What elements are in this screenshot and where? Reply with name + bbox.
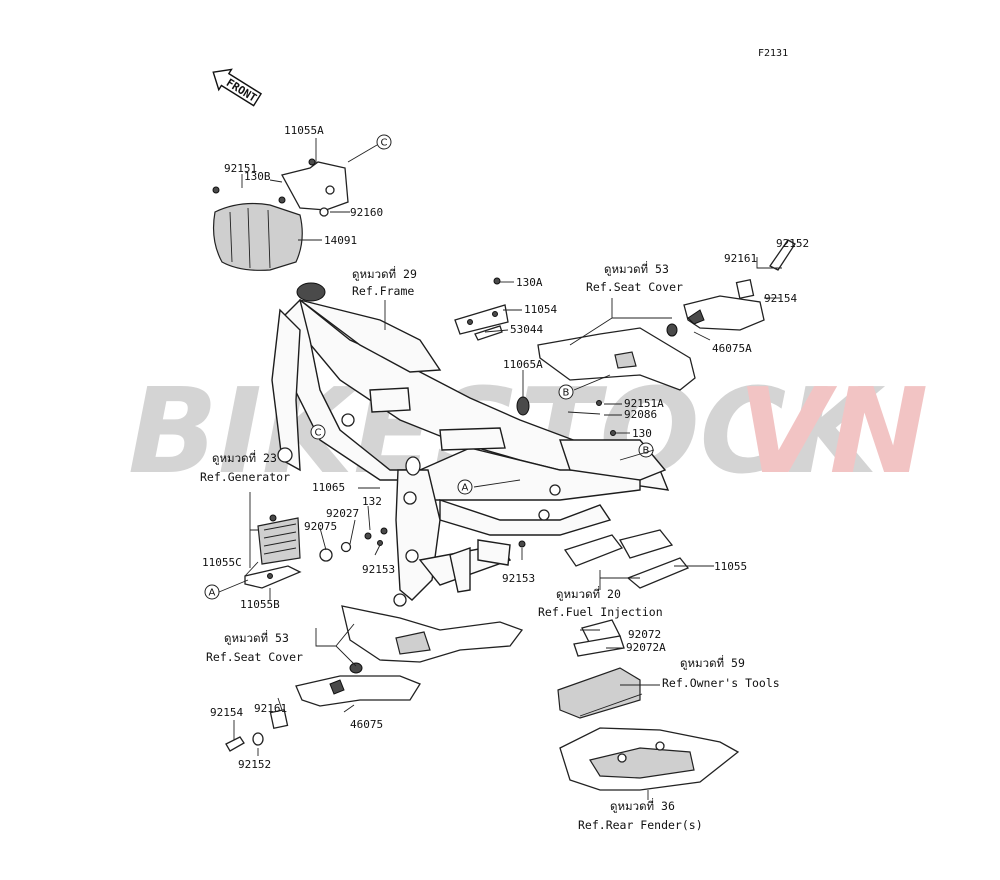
ref-fuel-injection-thai: ดูหมวดที่ 20 (556, 586, 621, 601)
label-92151: 92151 (224, 162, 257, 175)
callout-b-frame: B (638, 442, 654, 458)
reference-labels: ดูหมวดที่ 29 Ref.Frame ดูหมวดที่ 53 Ref.… (200, 261, 780, 832)
ref-rear-fender-thai: ดูหมวดที่ 36 (610, 798, 675, 813)
label-92072A: 92072A (626, 641, 666, 654)
label-53044: 53044 (510, 323, 543, 336)
label-130A: 130A (516, 276, 543, 289)
ref-seat-cover-top: Ref.Seat Cover (586, 280, 683, 294)
callout-c-frame: C (310, 424, 326, 440)
label-132: 132 (362, 495, 382, 508)
label-11055C: 11055C (202, 556, 242, 569)
label-92160: 92160 (350, 206, 383, 219)
label-92154-top: 92154 (764, 292, 797, 305)
bracket-11054 (454, 277, 509, 341)
grommet-11065A (516, 396, 530, 416)
label-11065A: 11065A (503, 358, 543, 371)
seat-cover-bracket-46075A (537, 239, 796, 391)
label-11065: 11065 (312, 481, 345, 494)
label-92152-bot: 92152 (238, 758, 271, 771)
label-130B: 130B (244, 170, 271, 183)
label-11055B: 11055B (240, 598, 280, 611)
ref-seat-cover-top-thai: ดูหมวดที่ 53 (604, 261, 669, 276)
ref-owners-tools: Ref.Owner's Tools (662, 676, 780, 690)
side-cover-14091 (212, 158, 349, 271)
leader-lines (218, 138, 782, 800)
ref-fuel-injection: Ref.Fuel Injection (538, 605, 663, 619)
label-11054: 11054 (524, 303, 557, 316)
ref-frame-thai: ดูหมวดที่ 29 (352, 266, 417, 281)
ref-owners-tools-thai: ดูหมวดที่ 59 (680, 655, 745, 670)
callout-b-top: B (558, 384, 574, 400)
label-92153-mid: 92153 (502, 572, 535, 585)
label-92161-bot: 92161 (254, 702, 287, 715)
ref-generator: Ref.Generator (200, 470, 290, 484)
label-92027: 92027 (326, 507, 359, 520)
label-92075: 92075 (304, 520, 337, 533)
svg-text:B: B (643, 446, 650, 457)
label-92151A: 92151A (624, 397, 664, 410)
ref-seat-cover-bottom: Ref.Seat Cover (206, 650, 303, 664)
diagram-code: F2131 (758, 48, 788, 59)
callout-c-top: C (376, 134, 392, 150)
rear-fender-group (557, 619, 740, 791)
watermark-text-part2: VN (738, 362, 928, 500)
label-130: 130 (632, 427, 652, 440)
label-11055: 11055 (714, 560, 747, 573)
front-arrow-icon: FRONT (212, 68, 263, 107)
seat-cover-46075 (225, 605, 524, 752)
ref-frame: Ref.Frame (352, 284, 414, 298)
part-labels: 11055A 92151 130B 92160 14091 130A 11054… (202, 124, 809, 771)
svg-text:B: B (563, 388, 570, 399)
regulator-group (244, 514, 388, 589)
label-92072: 92072 (628, 628, 661, 641)
label-92161-top: 92161 (724, 252, 757, 265)
svg-text:C: C (315, 428, 322, 439)
clamp-92086 (567, 400, 616, 436)
ref-seat-cover-bottom-thai: ดูหมวดที่ 53 (224, 630, 289, 645)
svg-text:A: A (462, 483, 469, 494)
label-14091: 14091 (324, 234, 357, 247)
ref-rear-fender: Ref.Rear Fender(s) (578, 818, 703, 832)
label-46075: 46075 (350, 718, 383, 731)
callout-a-left: A (204, 584, 220, 600)
label-92152-top: 92152 (776, 237, 809, 250)
callout-a-frame: A (457, 479, 473, 495)
label-92154-bot: 92154 (210, 706, 243, 719)
bracket-11055 (518, 529, 690, 589)
label-92086: 92086 (624, 408, 657, 421)
label-92153-left: 92153 (362, 563, 395, 576)
svg-text:C: C (381, 138, 388, 149)
svg-text:A: A (209, 588, 216, 599)
label-46075A: 46075A (712, 342, 752, 355)
ref-generator-thai: ดูหมวดที่ 23 (212, 450, 277, 465)
label-11055A: 11055A (284, 124, 324, 137)
